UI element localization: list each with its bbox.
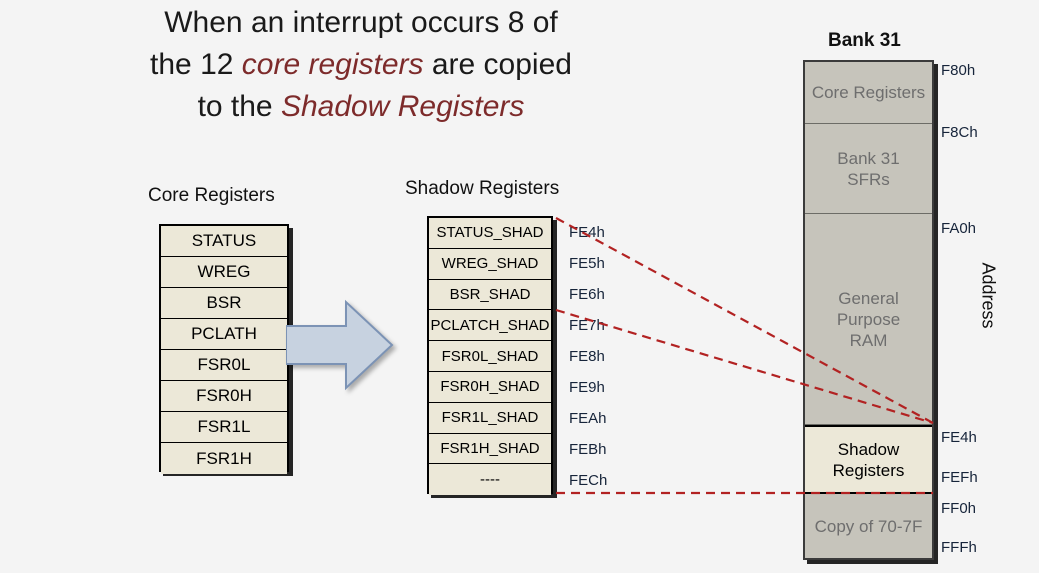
table-row: FSR1L [161, 412, 287, 443]
bank-address-label: F80h [941, 62, 976, 79]
title-line-1: When an interrupt occurs 8 of [164, 6, 558, 39]
title-emphasis-core-registers: core registers [241, 48, 424, 81]
shadow-address-label: FE7h [569, 317, 605, 334]
table-row: PCLATCH_SHAD [429, 310, 551, 342]
shadow-address-label: FE6h [569, 286, 605, 303]
arrow-shape [286, 299, 394, 391]
core-registers-caption: Core Registers [148, 185, 275, 206]
shadow-registers-table: STATUS_SHAD WREG_SHAD BSR_SHAD PCLATCH_S… [427, 216, 553, 496]
shadow-address-label: FECh [569, 472, 608, 489]
table-row: BSR [161, 288, 287, 319]
memory-block-general-purpose-ram: General Purpose RAM [805, 214, 932, 425]
title-line-2: the 12 core registers are copied [96, 44, 626, 86]
table-row: FSR0H [161, 381, 287, 412]
bank-address-label: FA0h [941, 220, 977, 237]
shadow-address-label: FEAh [569, 410, 607, 427]
slide-title: When an interrupt occurs 8 of the 12 cor… [96, 2, 626, 128]
title-line-2-suffix: are copied [423, 48, 572, 81]
memory-block-bank-31-sfrs: Bank 31 SFRs [805, 124, 932, 214]
table-row: PCLATH [161, 319, 287, 350]
table-row: WREG_SHAD [429, 248, 551, 280]
title-line-3: to the Shadow Registers [96, 86, 626, 128]
shadow-address-label: FE4h [569, 224, 605, 241]
table-row: FSR1L_SHAD [429, 402, 551, 434]
bank-address-label: FE4h [941, 429, 977, 446]
memory-block-shadow-registers: Shadow Registers [805, 425, 932, 494]
bank-31-caption: Bank 31 [828, 30, 901, 51]
address-axis-label: Address [978, 262, 999, 329]
table-row: FSR0L_SHAD [429, 341, 551, 372]
bank-address-label: FF0h [941, 500, 977, 517]
core-registers-table: STATUS WREG BSR PCLATH FSR0L FSR0H FSR1L… [159, 224, 289, 474]
bank-31-memory-map: Core Registers Bank 31 SFRs General Purp… [803, 60, 934, 560]
bank-address-label: FEFh [941, 469, 978, 486]
bank-address-label: FFFh [941, 539, 977, 556]
table-row: FSR0H_SHAD [429, 371, 551, 403]
table-row: FSR0L [161, 350, 287, 381]
table-row: FSR1H_SHAD [429, 433, 551, 465]
table-row: STATUS [161, 226, 287, 257]
bank-address-label: F8Ch [941, 124, 978, 141]
shadow-registers-caption: Shadow Registers [405, 178, 560, 199]
title-line-3-prefix: to the [197, 90, 281, 123]
table-row: FSR1H [161, 443, 287, 474]
table-row: WREG [161, 257, 287, 288]
table-row: STATUS_SHAD [429, 218, 551, 249]
title-emphasis-shadow-registers: Shadow Registers [280, 90, 525, 123]
shadow-address-label: FEBh [569, 441, 607, 458]
copy-direction-arrow [286, 299, 394, 391]
table-row: ---- [429, 464, 551, 496]
table-row: BSR_SHAD [429, 279, 551, 311]
shadow-address-label: FE9h [569, 379, 605, 396]
shadow-address-label: FE5h [569, 255, 605, 272]
memory-block-core-registers: Core Registers [805, 62, 932, 124]
title-line-2-prefix: the 12 [150, 48, 242, 81]
shadow-address-label: FE8h [569, 348, 605, 365]
memory-block-copy-of-70-7f: Copy of 70-7F [805, 494, 932, 558]
